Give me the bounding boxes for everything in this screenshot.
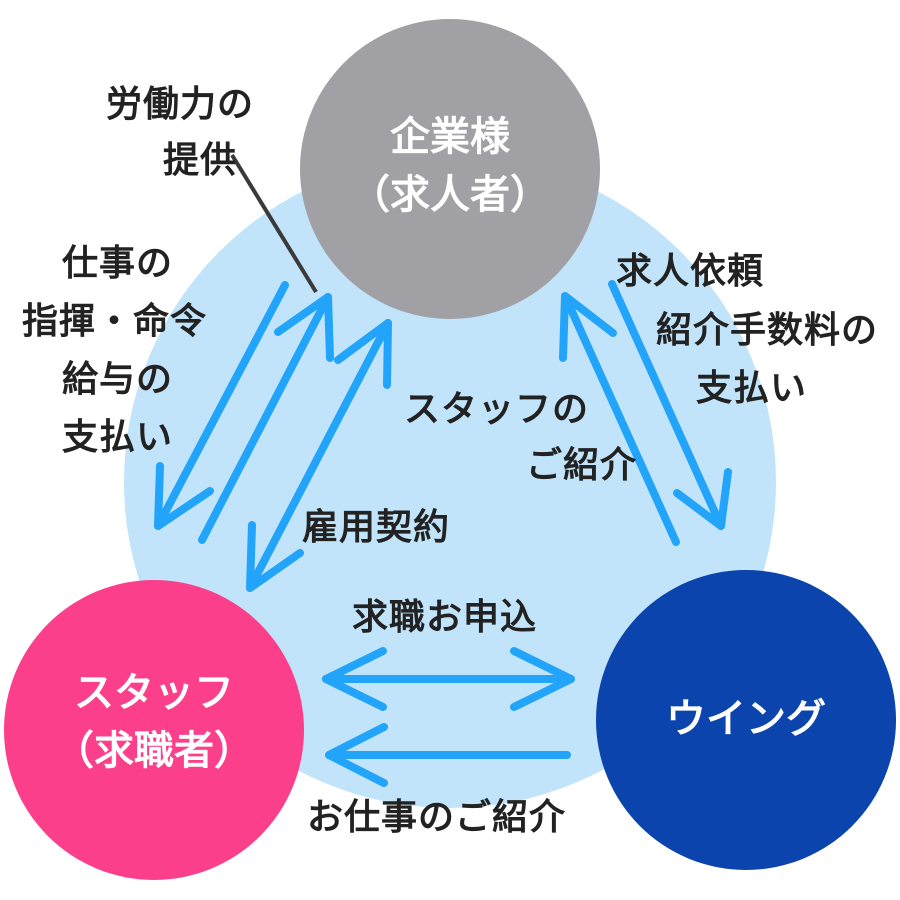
arrow-stroke [559,292,617,362]
staff-node-circle [4,580,304,880]
arrow-stroke [510,647,575,711]
arrow-stroke [325,723,388,787]
label-job-request: 求人依頼 [616,251,765,292]
label-labor-supply: 労働力の 提供 [100,87,260,179]
label-line: 提供 [162,140,237,181]
label-employment-contract: 雇用契約 [302,507,451,548]
label-line: スタッフの [404,389,590,430]
wing-name: ウイング [666,696,826,742]
arrow-wing-to-staff-job [325,723,571,787]
arrow-stroke [154,462,214,530]
background-circle [124,156,776,808]
arrow-company-to-staff-direction [154,281,289,530]
staff-role: （求職者） [54,728,254,774]
company-node-circle [300,19,600,319]
label-job-introduction: お仕事のご紹介 [307,797,567,838]
arrow-staff-to-company-labor [198,293,334,544]
label-line: 給与の [62,359,174,400]
arrow-stroke [673,468,732,530]
arrow-stroke [608,280,725,530]
arrow-company-to-wing-request [608,280,732,530]
arrow-wing-to-company-introduction [559,292,680,546]
label-staff-introduction: スタッフの ご紹介 [404,389,636,484]
arrow-company-staff-contract [246,319,392,592]
arrow-stroke [246,319,392,592]
arrows-group [154,280,732,787]
arrow-stroke [561,292,680,546]
company-node: 企業様 （求人者） [300,108,600,224]
label-fee-payment: 紹介手数料の 支払い [656,313,878,407]
label-line: 指揮・命令 [22,301,208,342]
label-job-application: 求職お申込 [352,597,538,638]
staff-name: スタッフ [74,670,234,716]
label-line: ご紹介 [526,445,638,486]
company-role: （求人者） [350,172,550,218]
company-name: 企業様 [390,114,510,160]
label-line: 支払い [696,368,808,409]
label-line: 支払い [62,417,174,458]
label-line: 労働力の [105,84,254,125]
arrow-staff-wing-application [322,647,575,711]
arrow-stroke [154,281,289,530]
label-line: 紹介手数料の [656,310,879,351]
staff-node: スタッフ （求職者） [4,664,304,780]
labor-supply-leader-line [230,153,318,294]
label-line: 仕事の [62,243,174,284]
arrow-stroke [198,293,332,544]
arrow-stroke [246,521,304,592]
arrow-stroke [322,647,387,711]
arrow-stroke [274,293,334,362]
wing-node-circle [596,570,896,870]
label-work-direction: 仕事の 指揮・命令 給与の 支払い [22,246,222,456]
arrow-stroke [334,319,392,389]
wing-node: ウイング [596,690,896,748]
